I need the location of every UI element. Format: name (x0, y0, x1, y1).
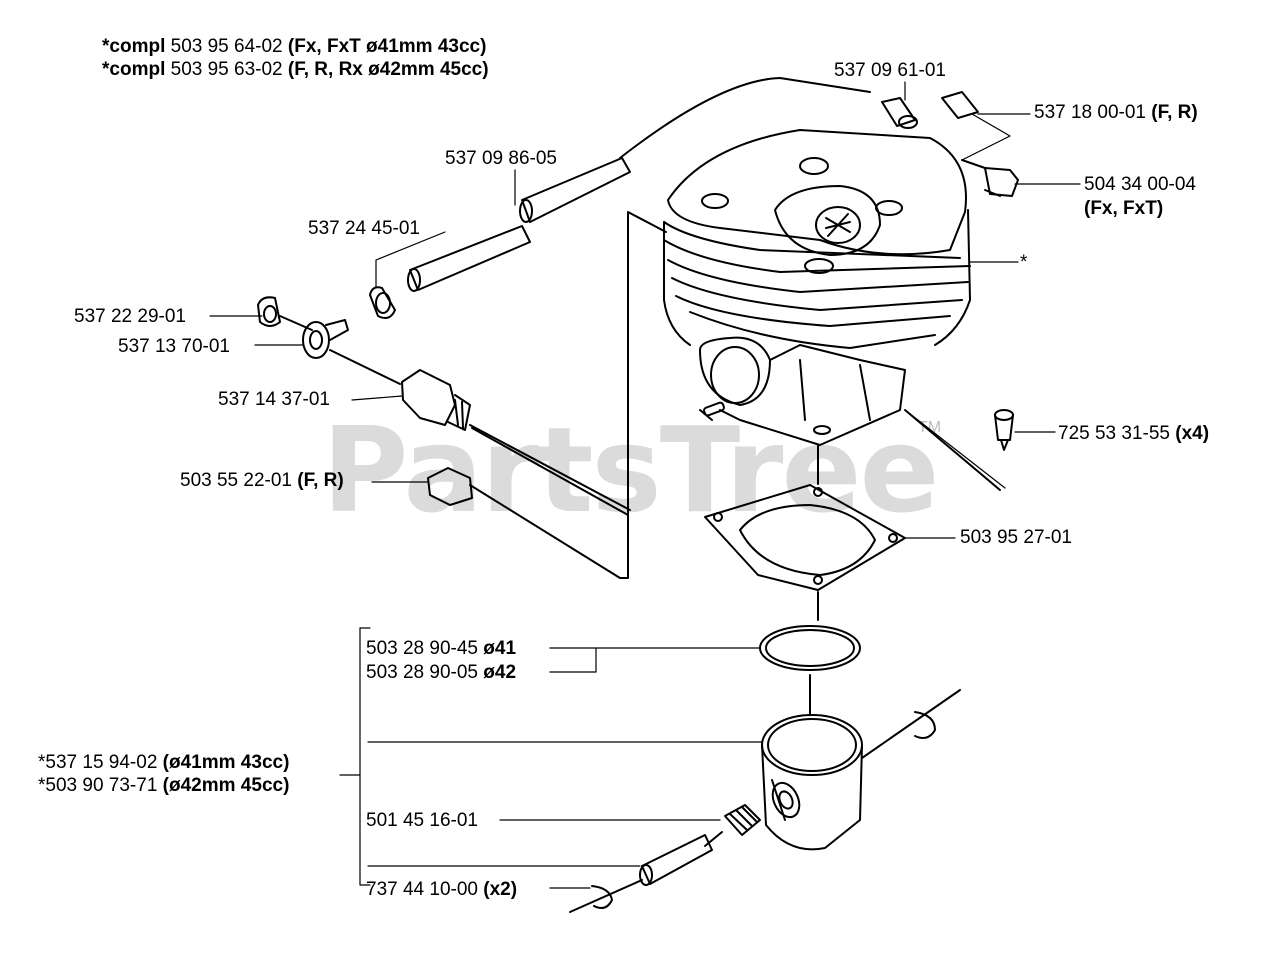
part-number: *503 90 73-71 (38, 775, 158, 796)
part-label[interactable]: 537 09 86-05 (445, 148, 557, 170)
nipple (257, 296, 313, 331)
circlip-left (591, 885, 613, 909)
part-number: 537 18 00-01 (1034, 102, 1146, 123)
needle-bearing (704, 804, 761, 847)
gasket (704, 444, 906, 621)
compl-prefix: *compl (102, 59, 166, 80)
watermark-text: PartsTree (322, 401, 940, 539)
part-number: 503 28 90-45 (366, 638, 478, 659)
hose-segments (407, 157, 631, 292)
variant-note: ø42 (483, 662, 517, 683)
part-label[interactable]: 537 09 61-01 (834, 60, 946, 82)
part-label[interactable]: 537 14 37-01 (218, 389, 330, 411)
part-label[interactable]: 537 18 00-01 (F, R) (1034, 102, 1198, 124)
part-number: 537 14 37-01 (218, 389, 330, 410)
part-label[interactable]: 503 95 27-01 (960, 527, 1072, 549)
circlip-right (861, 689, 961, 759)
part-label[interactable]: 503 28 90-05 ø42 (366, 662, 516, 684)
part-label[interactable]: 537 24 45-01 (308, 218, 420, 240)
variant-note: (x4) (1175, 423, 1210, 444)
variant-note: (Fx, FxT) (1084, 198, 1164, 219)
part-number: 503 95 64-02 (170, 36, 283, 57)
part-number: 537 13 70-01 (118, 336, 230, 357)
part-label[interactable]: 503 55 22-01 (F, R) (180, 470, 344, 492)
part-number: 504 34 00-04 (1084, 174, 1196, 195)
part-number: 725 53 31-55 (1058, 423, 1170, 444)
part-label[interactable]: 503 28 90-45 ø41 (366, 638, 516, 660)
variant-note: (Fx, FxT ø41mm 43cc) (287, 36, 487, 57)
part-number: 501 45 16-01 (366, 810, 478, 831)
ring-fitting (302, 319, 401, 385)
part-number: 503 95 27-01 (960, 527, 1072, 548)
part-number: 537 22 29-01 (74, 306, 186, 327)
leader-lines (209, 81, 1081, 889)
variant-note: (F, R) (1151, 102, 1198, 123)
header-line-2: *compl 503 95 63-02 (F, R, Rx ø42mm 45cc… (102, 59, 489, 81)
part-number: 503 28 90-05 (366, 662, 478, 683)
watermark: PartsTree TM (322, 405, 942, 545)
part-number: 537 24 45-01 (308, 218, 420, 239)
part-number: *537 15 94-02 (38, 752, 158, 773)
screw (904, 409, 1014, 491)
compl-prefix: *compl (102, 36, 166, 57)
part-number: 503 95 63-02 (170, 59, 283, 80)
variant-note: (ø42mm 45cc) (162, 775, 290, 796)
part-number: 503 55 22-01 (180, 470, 292, 491)
part-label[interactable]: 504 34 00-04 (1084, 174, 1196, 196)
part-number: 737 44 10-00 (366, 879, 478, 900)
hose-fittings (881, 91, 1019, 197)
part-label[interactable]: 537 22 29-01 (74, 306, 186, 328)
part-label[interactable]: *537 15 94-02 (ø41mm 43cc) (38, 752, 289, 774)
part-label[interactable]: 537 13 70-01 (118, 336, 230, 358)
part-label[interactable]: 501 45 16-01 (366, 810, 478, 832)
variant-note: ø41 (483, 638, 517, 659)
decompression-valve (401, 211, 667, 516)
plug (427, 467, 629, 579)
part-number: 537 09 61-01 (834, 60, 946, 81)
part-label[interactable]: *503 90 73-71 (ø42mm 45cc) (38, 775, 289, 797)
piston (761, 714, 863, 851)
variant-note: (x2) (483, 879, 518, 900)
part-label[interactable]: 725 53 31-55 (x4) (1058, 423, 1209, 445)
piston-ring (759, 625, 861, 716)
hose-clip (369, 286, 396, 319)
variant-note: (F, R) (297, 470, 344, 491)
cylinder (663, 129, 971, 446)
cylinder-star-label[interactable]: * (1020, 252, 1028, 273)
header-line-1: *compl 503 95 64-02 (Fx, FxT ø41mm 43cc) (102, 36, 486, 58)
piston-pin (569, 834, 713, 913)
trademark-mark: TM (918, 419, 942, 436)
part-label[interactable]: 737 44 10-00 (x2) (366, 879, 517, 901)
impulse-hose (619, 77, 871, 159)
variant-note: (ø41mm 43cc) (162, 752, 290, 773)
part-number: 537 09 86-05 (445, 148, 557, 169)
variant-note: (F, R, Rx ø42mm 45cc) (287, 59, 489, 80)
